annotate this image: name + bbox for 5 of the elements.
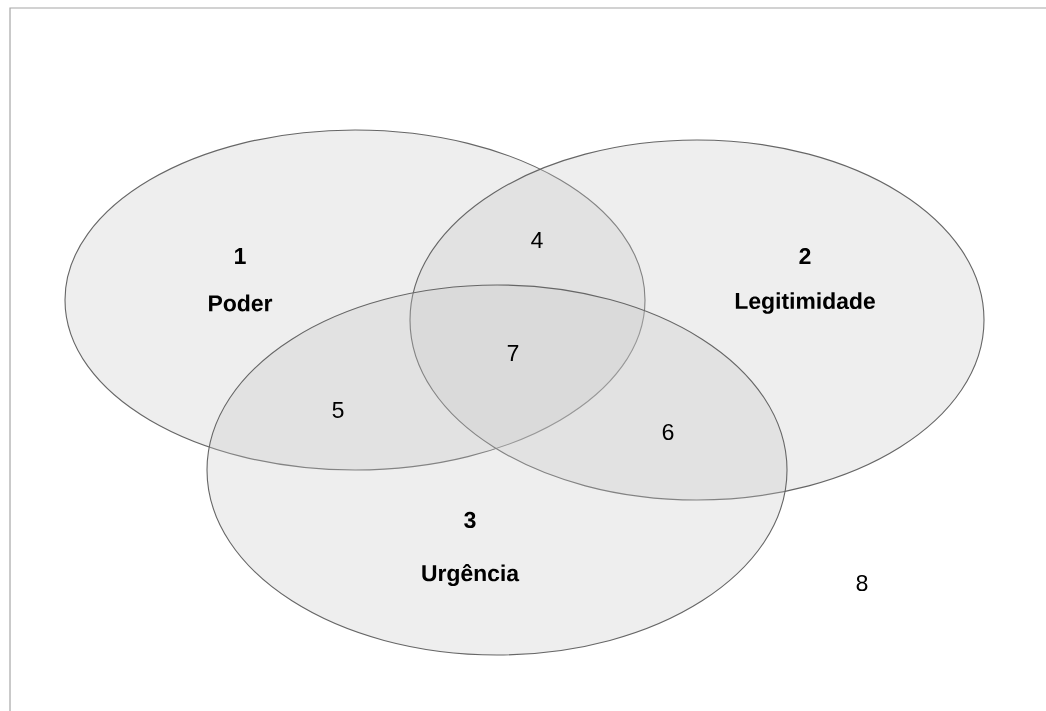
region-number: 4 bbox=[531, 232, 543, 248]
region-number: 8 bbox=[856, 574, 868, 592]
region-number: 6 bbox=[662, 423, 674, 441]
region-number: 5 bbox=[332, 402, 344, 418]
region-number: 7 bbox=[507, 345, 519, 361]
